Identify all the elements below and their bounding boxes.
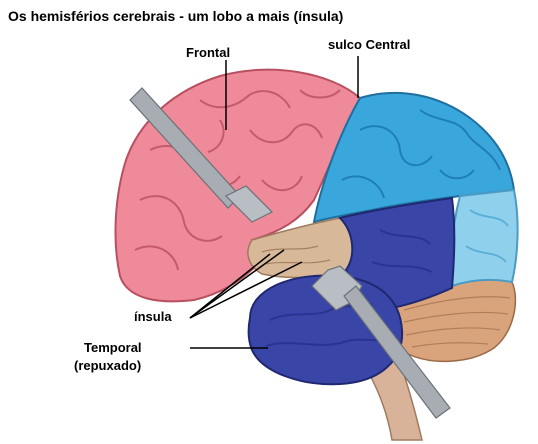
parietal-lobe [312, 91, 516, 224]
label-insula: ínsula [134, 309, 172, 324]
retractor-upper [129, 87, 274, 223]
insula-leader-2 [189, 249, 285, 319]
occipital-gyri [465, 209, 509, 263]
insula-leader-1 [189, 253, 271, 319]
leader-lines [189, 56, 359, 349]
insula-gyri [261, 245, 331, 265]
label-repuxado: (repuxado) [74, 358, 142, 373]
label-temporal: Temporal [84, 340, 142, 355]
label-sulco-central: sulco Central [328, 37, 411, 52]
temporal-lobe-upper [338, 196, 456, 310]
parietal-gyri [341, 109, 501, 199]
frontal-gyri [134, 89, 341, 271]
occipital-lobe [450, 188, 519, 288]
cerebellum-folds [403, 296, 511, 348]
insula-leader-3 [189, 261, 303, 319]
retractor-lower [311, 265, 451, 419]
diagram-title: Os hemisférios cerebrais - um lobo a mai… [8, 8, 344, 24]
label-frontal: Frontal [186, 45, 231, 60]
